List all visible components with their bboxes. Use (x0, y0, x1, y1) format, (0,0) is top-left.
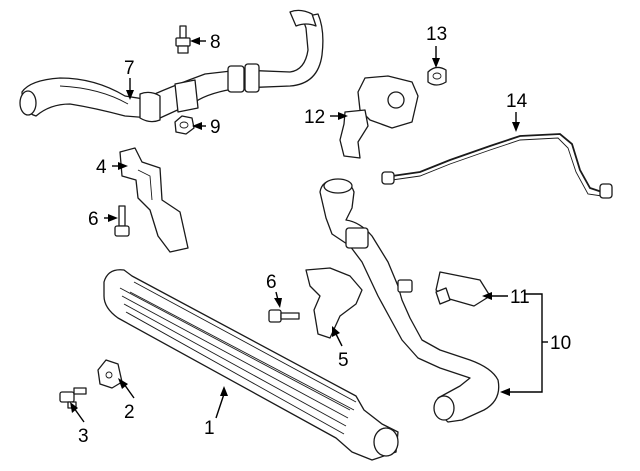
callout-labels: 1 2 3 4 5 6 6 7 8 9 10 11 12 13 14 (78, 24, 571, 447)
bracket-part-4 (119, 147, 189, 253)
intercooler-part-1 (103, 269, 399, 461)
hose-part-7 (19, 9, 324, 123)
bolt-part-6-upper (114, 205, 130, 237)
callout-4: 4 (96, 157, 107, 178)
callout-2: 2 (124, 402, 135, 423)
callout-6-upper: 6 (88, 209, 99, 230)
line-part-14 (381, 133, 613, 199)
bolt-part-6-lower (268, 309, 300, 323)
callout-13: 13 (426, 24, 447, 45)
callout-9: 9 (210, 117, 221, 138)
bolt-part-8 (175, 25, 191, 54)
callout-5: 5 (338, 350, 349, 371)
bracket-part-2 (97, 359, 123, 389)
callout-14: 14 (506, 91, 528, 112)
callout-8: 8 (210, 32, 221, 53)
callout-3: 3 (78, 426, 89, 447)
callout-11: 11 (510, 287, 530, 308)
valve-part-12 (339, 75, 419, 159)
bracket-part-11 (435, 271, 491, 307)
nut-part-9 (174, 115, 195, 135)
callout-1: 1 (204, 418, 215, 439)
bracket-part-5 (305, 267, 363, 339)
callout-7: 7 (124, 58, 135, 79)
leader-lines (70, 37, 548, 423)
grommet-part-13 (427, 66, 447, 86)
callout-10: 10 (550, 333, 571, 354)
outlet-tube (319, 178, 500, 423)
callout-12: 12 (304, 107, 325, 128)
callout-6-lower: 6 (266, 272, 277, 293)
